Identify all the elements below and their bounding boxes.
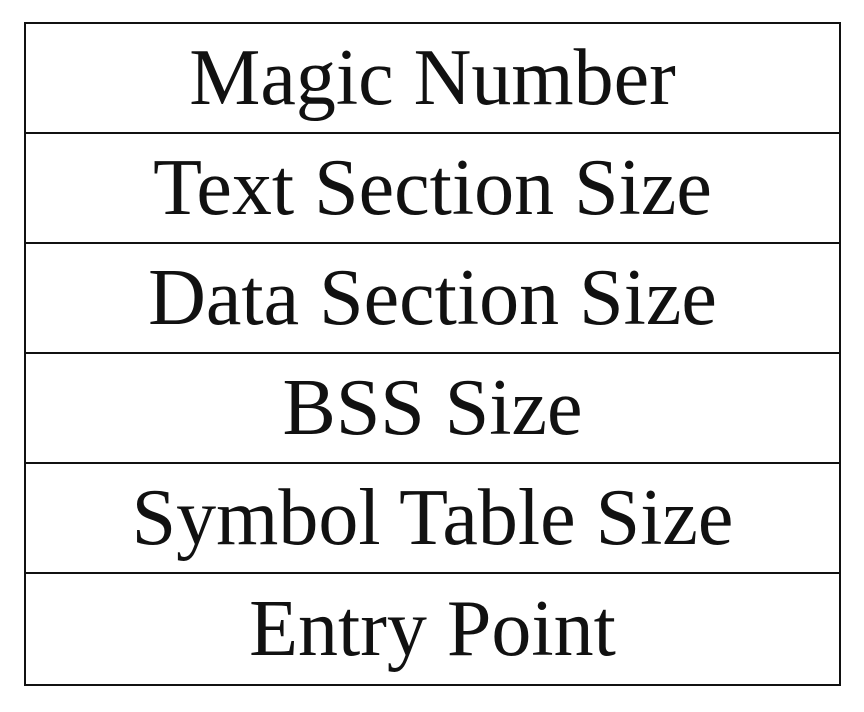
field-text-section-size: Text Section Size bbox=[26, 134, 839, 244]
field-label: Entry Point bbox=[249, 585, 616, 673]
executable-header-diagram: Magic Number Text Section Size Data Sect… bbox=[24, 22, 841, 686]
field-magic-number: Magic Number bbox=[26, 24, 839, 134]
field-label: Data Section Size bbox=[148, 254, 717, 342]
field-bss-size: BSS Size bbox=[26, 354, 839, 464]
field-label: Text Section Size bbox=[153, 144, 712, 232]
field-label: Magic Number bbox=[189, 34, 676, 122]
field-data-section-size: Data Section Size bbox=[26, 244, 839, 354]
field-label: BSS Size bbox=[282, 364, 583, 452]
field-label: Symbol Table Size bbox=[131, 474, 734, 562]
field-entry-point: Entry Point bbox=[26, 574, 839, 684]
field-symbol-table-size: Symbol Table Size bbox=[26, 464, 839, 574]
